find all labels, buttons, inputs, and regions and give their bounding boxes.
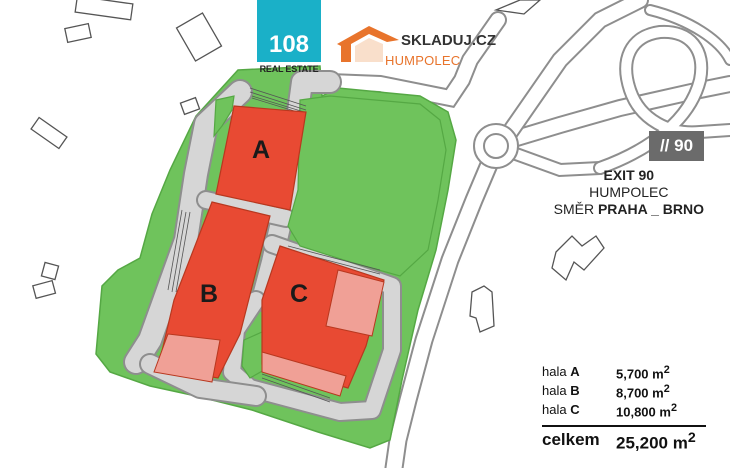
area-row-label: hala B	[542, 383, 580, 398]
highway-exit-badge: // 90	[649, 131, 704, 161]
exit-title: EXIT 90	[603, 167, 655, 183]
logo-108-real-estate: 108 REAL ESTATE	[257, 0, 321, 78]
area-row-b: hala B 8,700 m2	[542, 383, 706, 402]
area-total: celkem 25,200 m2	[542, 430, 706, 454]
roads	[321, 0, 730, 468]
hall-c: C	[261, 245, 385, 397]
logo-108-number: 108	[268, 31, 310, 58]
logo-skladuj-location: HUMPOLEC	[385, 53, 461, 68]
area-row-label: hala A	[542, 364, 580, 379]
area-row-value: 5,700 m2	[616, 364, 670, 382]
exit-direction: SMĚR PRAHA _ BRNO	[554, 201, 704, 218]
exit-info: EXIT 90 HUMPOLEC SMĚR PRAHA _ BRNO	[554, 167, 704, 218]
logo-skladuj-name: SKLADUJ.CZ	[401, 32, 497, 49]
neighbour-buildings	[30, 0, 605, 333]
green-islands	[213, 95, 447, 379]
exit-direction-prefix: SMĚR	[553, 201, 595, 217]
roundabout	[473, 123, 519, 169]
area-total-label: celkem	[542, 430, 600, 449]
exit-direction-cities: PRAHA _ BRNO	[597, 201, 704, 217]
hall-a-label: A	[252, 136, 270, 164]
hall-c-label: C	[290, 280, 308, 308]
hall-b: B	[153, 201, 271, 383]
area-row-a: hala A 5,700 m2	[542, 364, 706, 383]
area-row-value: 8,700 m2	[616, 383, 670, 401]
warehouse-logo-icon	[337, 26, 399, 62]
area-row-label: hala C	[542, 402, 580, 417]
area-divider	[542, 425, 706, 427]
area-total-value: 25,200 m2	[616, 430, 696, 453]
logo-skladuj: SKLADUJ.CZ HUMPOLEC	[335, 20, 497, 70]
area-table: hala A 5,700 m2 hala B 8,700 m2 hala C 1…	[542, 364, 706, 454]
exit-town: HUMPOLEC	[589, 184, 669, 200]
area-row-c: hala C 10,800 m2	[542, 402, 706, 421]
loading-docks	[167, 87, 381, 403]
hall-b-label: B	[200, 280, 218, 308]
logo-108-subtitle: REAL ESTATE	[259, 64, 319, 74]
hall-a: A	[215, 105, 307, 211]
area-row-value: 10,800 m2	[616, 402, 677, 420]
exit-badge-number: 90	[674, 136, 694, 155]
highway-icon: //	[659, 136, 670, 155]
logo-108-box	[257, 0, 321, 62]
